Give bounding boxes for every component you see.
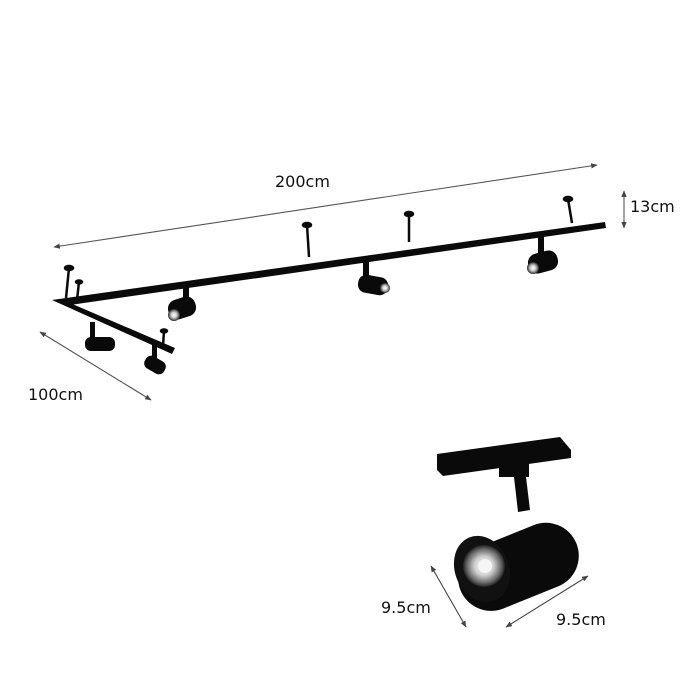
dimension-100cm-line: [39, 331, 152, 401]
spotlight-5: [144, 344, 166, 375]
dimension-200cm-line: [53, 163, 598, 249]
spotlight-4: [85, 322, 115, 351]
label-100cm: 100cm: [28, 385, 83, 404]
label-9-5cm-diameter: 9.5cm: [381, 598, 431, 617]
spotlight-1: [167, 282, 197, 321]
dimension-9-5cm-length-line: [505, 575, 589, 628]
track-rail: [52, 222, 606, 354]
dimension-9-5cm-diameter-line: [430, 565, 467, 628]
spotlight-2: [357, 260, 390, 296]
suspension-rods: [63, 195, 574, 347]
label-9-5cm-length: 9.5cm: [556, 610, 606, 629]
spotlight-detail: [437, 437, 579, 611]
spotlight-3: [527, 237, 559, 274]
label-200cm: 200cm: [275, 172, 330, 191]
label-13cm: 13cm: [630, 197, 675, 216]
